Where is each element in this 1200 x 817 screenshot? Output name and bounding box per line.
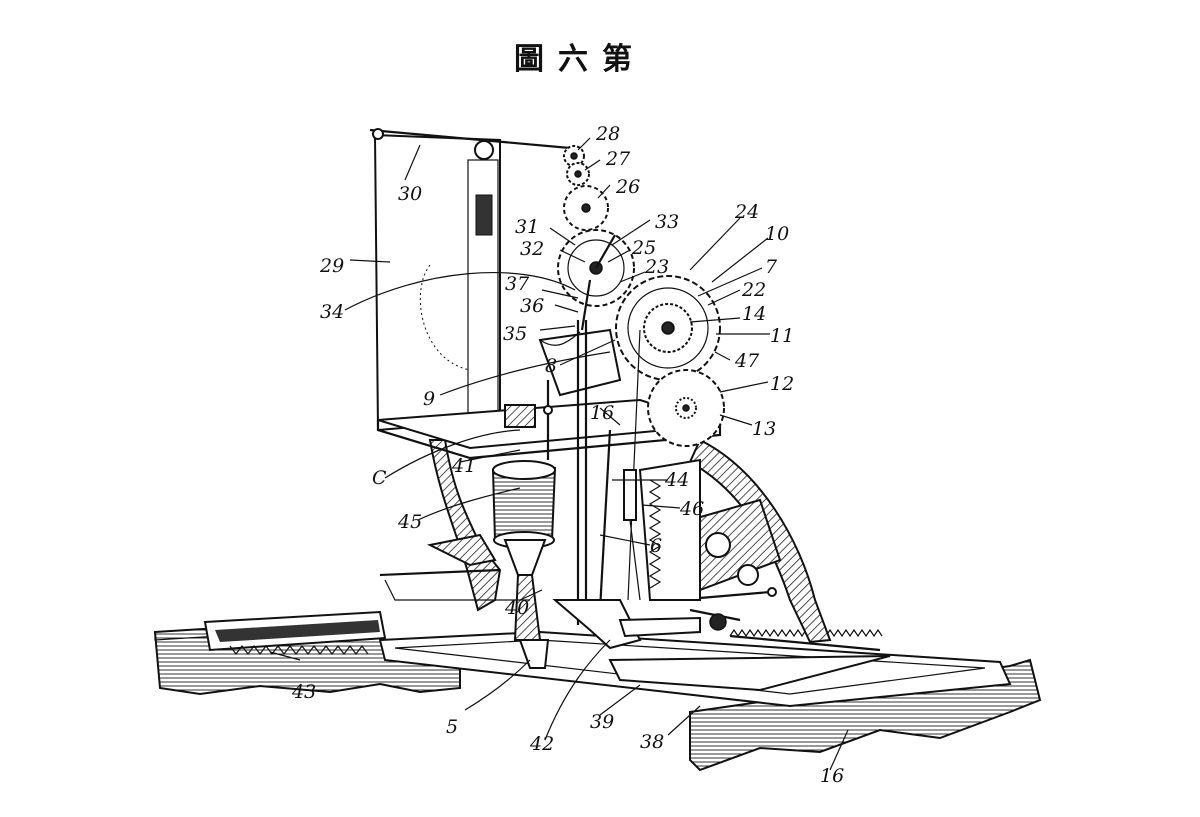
label-26: 26 (615, 176, 640, 198)
label-39: 39 (590, 711, 614, 733)
left-leg-casting (426, 439, 502, 612)
label-13: 13 (752, 418, 776, 440)
label-16-upper: 16 (590, 402, 614, 424)
part-labels: 28 27 26 30 31 33 24 10 32 25 23 7 29 37… (291, 123, 844, 787)
label-28: 28 (595, 123, 620, 145)
label-8: 8 (545, 355, 557, 377)
label-16-lower: 16 (820, 765, 844, 787)
label-33: 33 (655, 211, 679, 233)
bobbin-drum (491, 460, 557, 641)
label-38: 38 (640, 731, 664, 753)
label-47: 47 (734, 350, 760, 372)
label-25: 25 (631, 237, 656, 259)
label-46: 46 (679, 498, 704, 520)
figure-title: 圖六第 (514, 42, 646, 77)
label-10: 10 (765, 223, 789, 245)
label-9: 9 (423, 388, 435, 410)
label-35: 35 (503, 323, 527, 345)
label-30: 30 (398, 183, 422, 205)
label-C: C (372, 467, 387, 489)
label-42: 42 (529, 733, 554, 755)
left-rack-slide (203, 610, 387, 655)
label-6: 6 (650, 535, 662, 557)
label-27: 27 (605, 148, 631, 170)
label-29: 29 (319, 255, 344, 277)
pedal-assembly (379, 568, 777, 669)
label-32: 32 (520, 238, 544, 260)
gear-lower (647, 369, 725, 447)
label-45: 45 (397, 511, 422, 533)
label-24: 24 (734, 201, 759, 223)
label-36: 36 (520, 295, 544, 317)
label-43: 43 (291, 681, 316, 703)
label-31: 31 (515, 216, 539, 238)
vertical-plate (369, 128, 571, 432)
gear-small-top (563, 145, 609, 231)
label-44: 44 (664, 469, 689, 491)
label-12: 12 (770, 373, 794, 395)
label-40: 40 (504, 597, 529, 619)
label-11: 11 (770, 325, 794, 347)
label-34: 34 (320, 301, 344, 323)
vertical-rods (543, 320, 641, 625)
label-7: 7 (765, 256, 778, 278)
label-14: 14 (742, 303, 766, 325)
label-5: 5 (446, 716, 458, 738)
label-23: 23 (644, 256, 669, 278)
label-22: 22 (741, 279, 766, 301)
right-leg-casting (638, 438, 832, 644)
gear-crank-assembly (557, 229, 635, 331)
label-37: 37 (505, 273, 530, 295)
label-41: 41 (451, 455, 476, 477)
gear-main-large (615, 275, 721, 381)
leader-lines (269, 137, 849, 771)
